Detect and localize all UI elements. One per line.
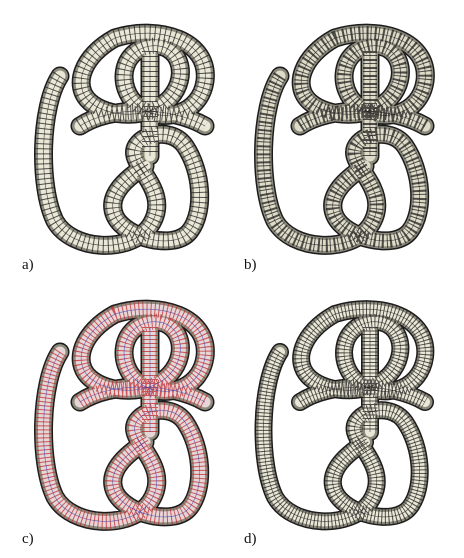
tube-mesh-longitudinal bbox=[263, 308, 426, 522]
tube-body bbox=[38, 27, 211, 251]
tube-mesh-longitudinal bbox=[43, 308, 206, 522]
tube-mesh-longitudinal bbox=[263, 32, 426, 246]
panel-a-label: a) bbox=[22, 257, 34, 273]
knot-illustration-d bbox=[254, 300, 435, 531]
knot-illustration-b bbox=[254, 23, 435, 255]
panel-a bbox=[20, 6, 225, 256]
panel-b-label: b) bbox=[244, 257, 257, 273]
panel-d bbox=[240, 282, 445, 532]
tube-body bbox=[258, 304, 431, 527]
knot-illustration-c bbox=[34, 299, 215, 531]
panel-b bbox=[240, 6, 445, 256]
knot-illustration-a bbox=[34, 23, 215, 255]
tube-mesh-longitudinal bbox=[43, 32, 206, 246]
panel-c bbox=[20, 282, 225, 532]
panel-d-label: d) bbox=[244, 531, 257, 547]
tube-body bbox=[38, 303, 211, 527]
tube-mesh-rings bbox=[256, 26, 433, 253]
panel-c-label: c) bbox=[22, 531, 34, 547]
